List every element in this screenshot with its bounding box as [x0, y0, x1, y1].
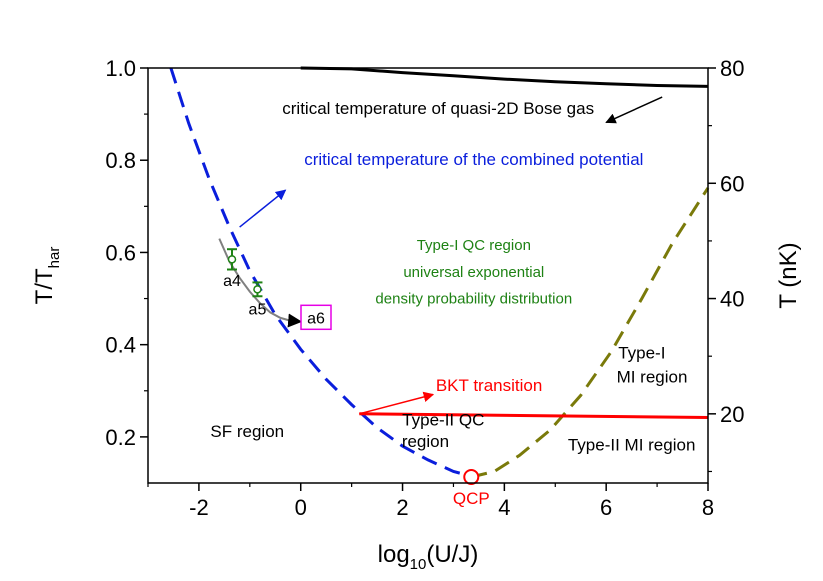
- annotation-text-11: SF region: [210, 422, 284, 441]
- annotation-arrow-0: [605, 96, 663, 124]
- x-axis-label-rest: (U/J): [426, 541, 478, 568]
- y-tick-label: 0.4: [105, 333, 136, 358]
- annotation-text-5: BKT transition: [436, 376, 542, 395]
- x-tick-label: 6: [600, 495, 612, 520]
- data-point-a5: [253, 285, 262, 294]
- x-tick-label: 2: [396, 495, 408, 520]
- annotation-text-2: Type-I QC region: [417, 237, 531, 254]
- x-axis-label-sub: 10: [410, 556, 427, 573]
- grey-curve-arrowhead: [287, 313, 303, 328]
- annotation-text-12: a4: [223, 273, 241, 290]
- y-right-tick-label: 20: [720, 402, 744, 427]
- x-axis-label: log10(U/J): [378, 541, 479, 573]
- y-tick-label: 0.8: [105, 148, 136, 173]
- y-axis-label-base: T/T: [31, 268, 58, 304]
- annotation-arrow-1: [239, 189, 287, 228]
- annotation-layer: critical temperature of quasi-2D Bose ga…: [210, 99, 695, 508]
- qcp-label: QCP: [453, 489, 490, 508]
- annotation-text-4: density probability distribution: [375, 291, 572, 308]
- annotation-text-0: critical temperature of quasi-2D Bose ga…: [282, 99, 594, 118]
- annotation-text-13: a5: [249, 302, 267, 319]
- arrow-layer: [239, 96, 663, 415]
- annotation-text-8: Type-II QC: [402, 410, 484, 429]
- series-line-0: [300, 66, 709, 88]
- annotation-text-7: MI region: [617, 367, 688, 386]
- axis-layer: -2 0 2 4 6 8 0.2 0.4 0.6 0.8 1.0 20 40 60 80: [105, 56, 744, 520]
- series-line-3: [359, 412, 709, 419]
- annotation-text-6: Type-I: [618, 344, 665, 363]
- x-tick-label: 8: [702, 495, 714, 520]
- x-tick-label: 0: [295, 495, 307, 520]
- y-right-tick-label: 40: [720, 287, 744, 312]
- y-right-tick-label: 60: [720, 171, 744, 196]
- qcp-marker: [463, 469, 480, 486]
- series-line-1: [169, 67, 472, 478]
- annotation-text-10: Type-II MI region: [568, 436, 696, 455]
- y-axis-label-right: T (nK): [775, 242, 802, 308]
- plot-frame: [147, 67, 709, 484]
- y-tick-label: 0.2: [105, 425, 136, 450]
- data-point-a4: [227, 255, 237, 264]
- y-right-tick-label: 80: [720, 56, 744, 81]
- boxed-label-frame: [300, 304, 332, 331]
- marker-layer: [227, 248, 480, 486]
- series-line-2: [470, 187, 710, 479]
- annotation-text-3: universal exponential: [403, 264, 544, 281]
- x-tick-label: -2: [189, 495, 209, 520]
- y-tick-label: 0.6: [105, 240, 136, 265]
- annotation-text-9: region: [402, 432, 449, 451]
- y-axis-label-left: T/Thar: [31, 247, 63, 305]
- boxed-label-text: a6: [307, 310, 325, 327]
- x-tick-label: 4: [498, 495, 510, 520]
- x-axis-label-base: log: [378, 541, 410, 568]
- annotation-arrow-2: [359, 391, 435, 415]
- y-tick-label: 1.0: [105, 56, 136, 81]
- y-axis-label-sub: har: [46, 247, 63, 269]
- annotation-text-1: critical temperature of the combined pot…: [304, 150, 643, 169]
- series-layer: [169, 66, 710, 479]
